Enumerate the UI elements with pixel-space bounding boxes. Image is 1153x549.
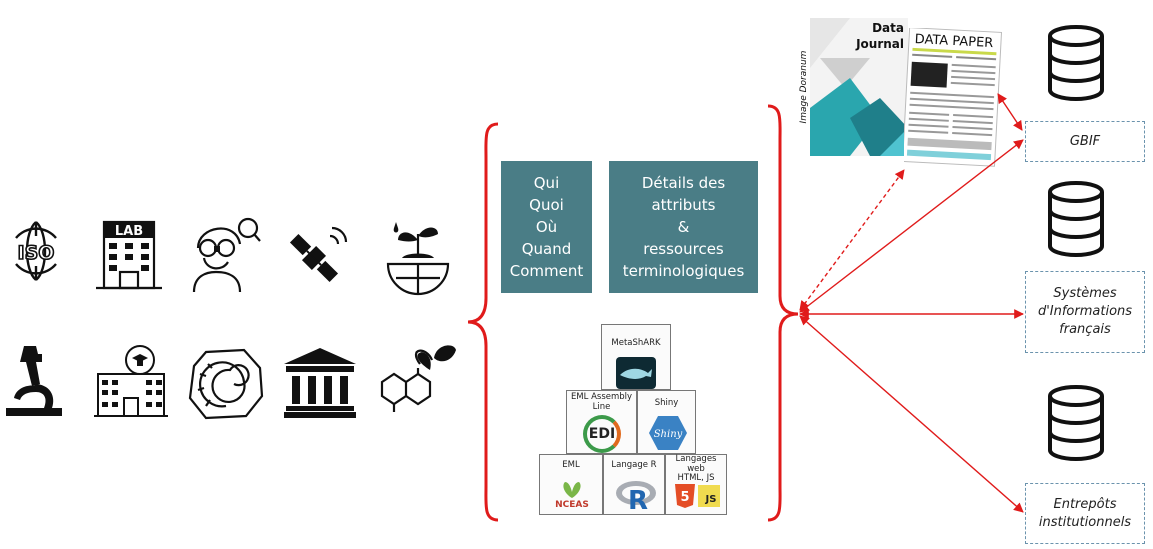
- js-logo-icon: JS: [698, 485, 720, 507]
- edi-logo-icon: EDI: [583, 415, 621, 453]
- microscope-icon: [6, 346, 62, 416]
- iso-label: ISO: [18, 242, 55, 264]
- html5-logo-text: 5: [680, 490, 689, 505]
- metashark-logo-icon: [616, 357, 656, 389]
- systemes-information-box: Systèmes d'Informations français: [1025, 271, 1145, 353]
- shiny-block: Shiny Shiny: [637, 390, 696, 454]
- eml-label: EML: [562, 460, 580, 470]
- plant-globe-icon: [386, 222, 450, 296]
- museum-icon: [284, 348, 356, 418]
- html5-logo-icon: 5: [674, 483, 696, 509]
- gbif-box: GBIF: [1025, 121, 1145, 162]
- qui-quoi-box: Qui Quoi Où Quand Comment: [501, 161, 592, 293]
- js-logo-text: JS: [705, 493, 717, 505]
- metashark-label: MetaShARK: [611, 338, 661, 348]
- ammonite-fossil-icon: [188, 348, 264, 420]
- shiny-label: Shiny: [654, 398, 679, 408]
- right-brace: [767, 104, 799, 522]
- database-gbif-icon: [1048, 25, 1104, 101]
- lab-building-icon: LAB: [96, 220, 162, 290]
- metashark-block: MetaShARK: [601, 324, 671, 390]
- langage-r-label: Langage R: [611, 460, 657, 470]
- langages-web-block: Langages web HTML, JS 5 JS: [665, 454, 727, 515]
- data-paper-sheet: [904, 28, 1002, 167]
- database-entrepots-icon: [1048, 385, 1104, 461]
- r-logo-text: R: [628, 486, 648, 513]
- nceas-logo-text: NCEAS: [555, 500, 589, 510]
- eml-block: EML NCEAS: [539, 454, 603, 515]
- langages-web-label: Langages web HTML, JS: [675, 454, 717, 483]
- eml-assembly-line-label: EML Assembly Line: [570, 392, 633, 412]
- arrow-to-data-paper: [799, 169, 905, 311]
- entrepots-institutionnels-box: Entrepôts institutionnels: [1025, 483, 1145, 544]
- data-journal-title: Data Journal: [856, 21, 904, 51]
- satellite-icon: [289, 226, 348, 283]
- eml-assembly-line-block: EML Assembly Line EDI: [566, 390, 637, 454]
- iso-globe-icon: ISO: [15, 221, 57, 281]
- scientist-binoculars-icon: [192, 217, 261, 293]
- arrow-to-gbif: [799, 139, 1024, 313]
- langage-r-block: Langage R R: [603, 454, 665, 515]
- database-systemes-icon: [1048, 181, 1104, 257]
- molecule-leaf-icon: [380, 345, 456, 412]
- lab-label: LAB: [115, 224, 143, 239]
- data-journal-cover: [810, 18, 908, 156]
- r-logo-icon: R: [614, 477, 658, 513]
- arrow-to-entrepots: [799, 315, 1024, 513]
- arrow-gbif-to-paper: [997, 93, 1023, 131]
- shiny-logo-text: Shiny: [654, 429, 683, 440]
- edi-logo-text: EDI: [588, 426, 616, 442]
- left-brace: [467, 122, 499, 522]
- university-building-icon: [94, 345, 168, 417]
- shiny-logo-icon: Shiny: [648, 415, 688, 451]
- nceas-logo-icon: NCEAS: [548, 477, 596, 513]
- details-attributs-box: Détails des attributs & ressources termi…: [609, 161, 758, 293]
- data-paper-image: Data Journal DATA PAPER: [810, 18, 1006, 167]
